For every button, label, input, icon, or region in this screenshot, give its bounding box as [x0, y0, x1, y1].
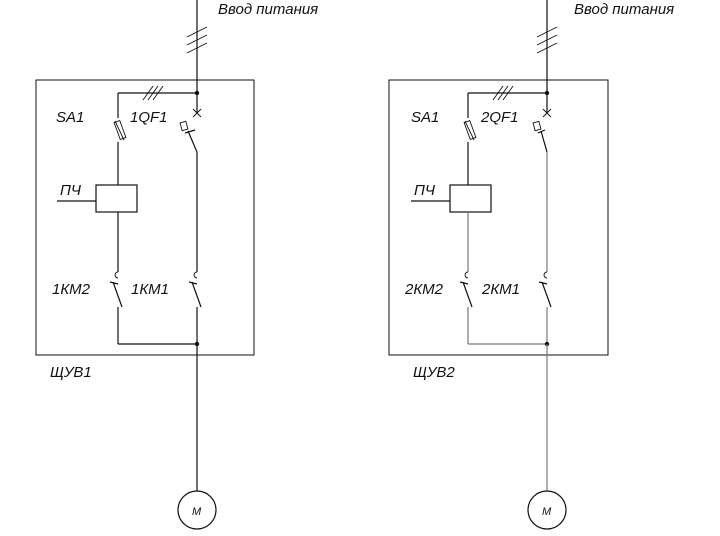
converter-label-left: ПЧ [60, 182, 82, 199]
breaker-cross-icon-right [542, 108, 552, 118]
contactor-a-label-right: 2КМ2 [404, 281, 444, 298]
contactor-a-right [459, 271, 473, 308]
fuse-icon-right [463, 119, 477, 141]
contactor-b-label-left: 1КМ1 [131, 281, 169, 298]
contactor-b-right [538, 271, 552, 308]
cabinet-box-left [35, 79, 255, 356]
switch-label-right: SA1 [411, 109, 439, 126]
three-phase-marker-right [536, 26, 558, 54]
three-phase-marker-bus-left [142, 85, 164, 101]
cabinet-box-right [388, 79, 609, 356]
breaker-trip-icon-right [532, 120, 542, 132]
switch-label-left: SA1 [56, 109, 84, 126]
panel-right: Ввод питания SA1 ПЧ 2КМ2 [388, 0, 674, 530]
cabinet-label-left: ЩУВ1 [50, 364, 92, 381]
contactor-a-left [109, 271, 123, 308]
fuse-icon-left [113, 119, 127, 141]
breaker-label-left: 1QF1 [130, 109, 168, 126]
breaker-label-right: 2QF1 [480, 109, 519, 126]
breaker-cross-icon-left [192, 108, 202, 118]
breaker-trip-icon-left [179, 120, 189, 132]
contactor-b-left [188, 271, 202, 308]
motor-label-left: М [192, 506, 202, 518]
supply-label-left: Ввод питания [218, 1, 318, 18]
motor-icon-left [177, 490, 217, 530]
three-phase-marker-left [186, 26, 208, 54]
supply-label-right: Ввод питания [574, 1, 674, 18]
motor-icon-right [527, 490, 567, 530]
contactor-b-label-right: 2КМ1 [481, 281, 520, 298]
converter-box-left [95, 184, 138, 213]
cabinet-label-right: ЩУВ2 [413, 364, 455, 381]
panel-left: Ввод питания SA1 ПЧ 1КМ2 [35, 0, 318, 530]
converter-box-right [449, 184, 492, 213]
converter-label-right: ПЧ [414, 182, 436, 199]
three-phase-marker-bus-right [492, 85, 514, 101]
motor-label-right: М [542, 506, 552, 518]
contactor-a-label-left: 1КМ2 [52, 281, 91, 298]
